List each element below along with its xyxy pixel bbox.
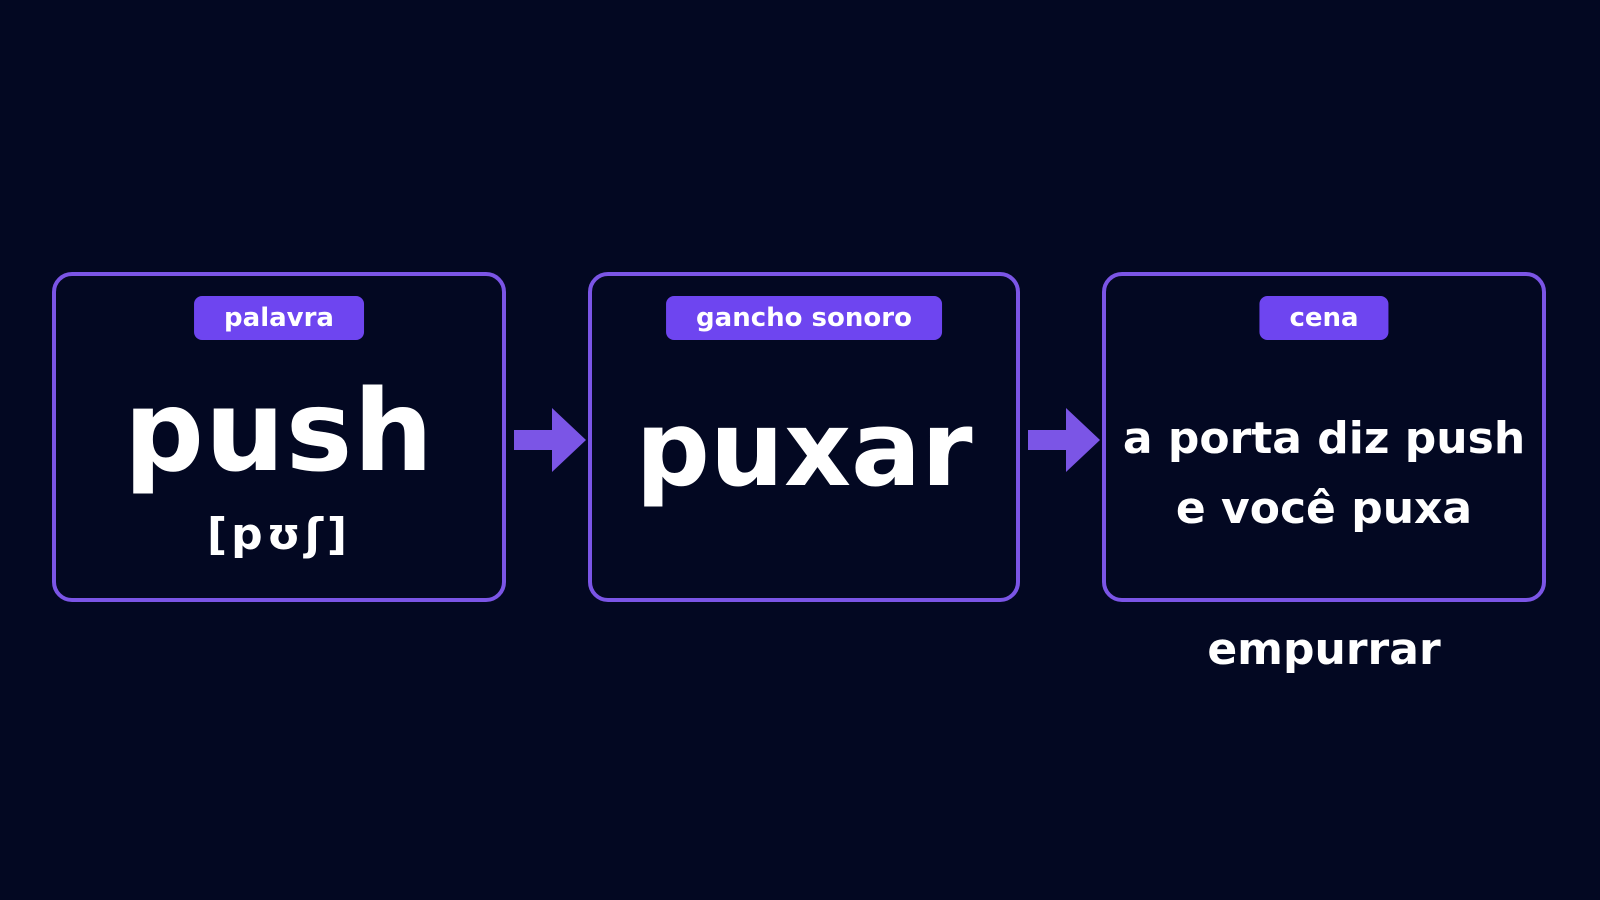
word-main: push bbox=[123, 367, 435, 497]
arrow-right-icon bbox=[1028, 408, 1100, 472]
tag-gancho-sonoro: gancho sonoro bbox=[666, 296, 942, 340]
hook-main: puxar bbox=[635, 388, 973, 510]
arrow-right-icon bbox=[514, 408, 586, 472]
tag-cena: cena bbox=[1259, 296, 1389, 340]
tag-palavra: palavra bbox=[194, 296, 364, 340]
scene-line-2: e você puxa bbox=[1175, 483, 1473, 534]
card-word: palavra push [pʊʃ] bbox=[52, 272, 506, 602]
card-hook: gancho sonoro puxar bbox=[588, 272, 1020, 602]
scene-line-1: a porta diz push bbox=[1122, 413, 1526, 464]
card-scene: cena a porta diz push e você puxa bbox=[1102, 272, 1546, 602]
scene-text: a porta diz push e você puxa bbox=[1116, 404, 1532, 544]
translation-label: empurrar bbox=[1207, 624, 1441, 675]
word-ipa: [pʊʃ] bbox=[207, 509, 351, 560]
